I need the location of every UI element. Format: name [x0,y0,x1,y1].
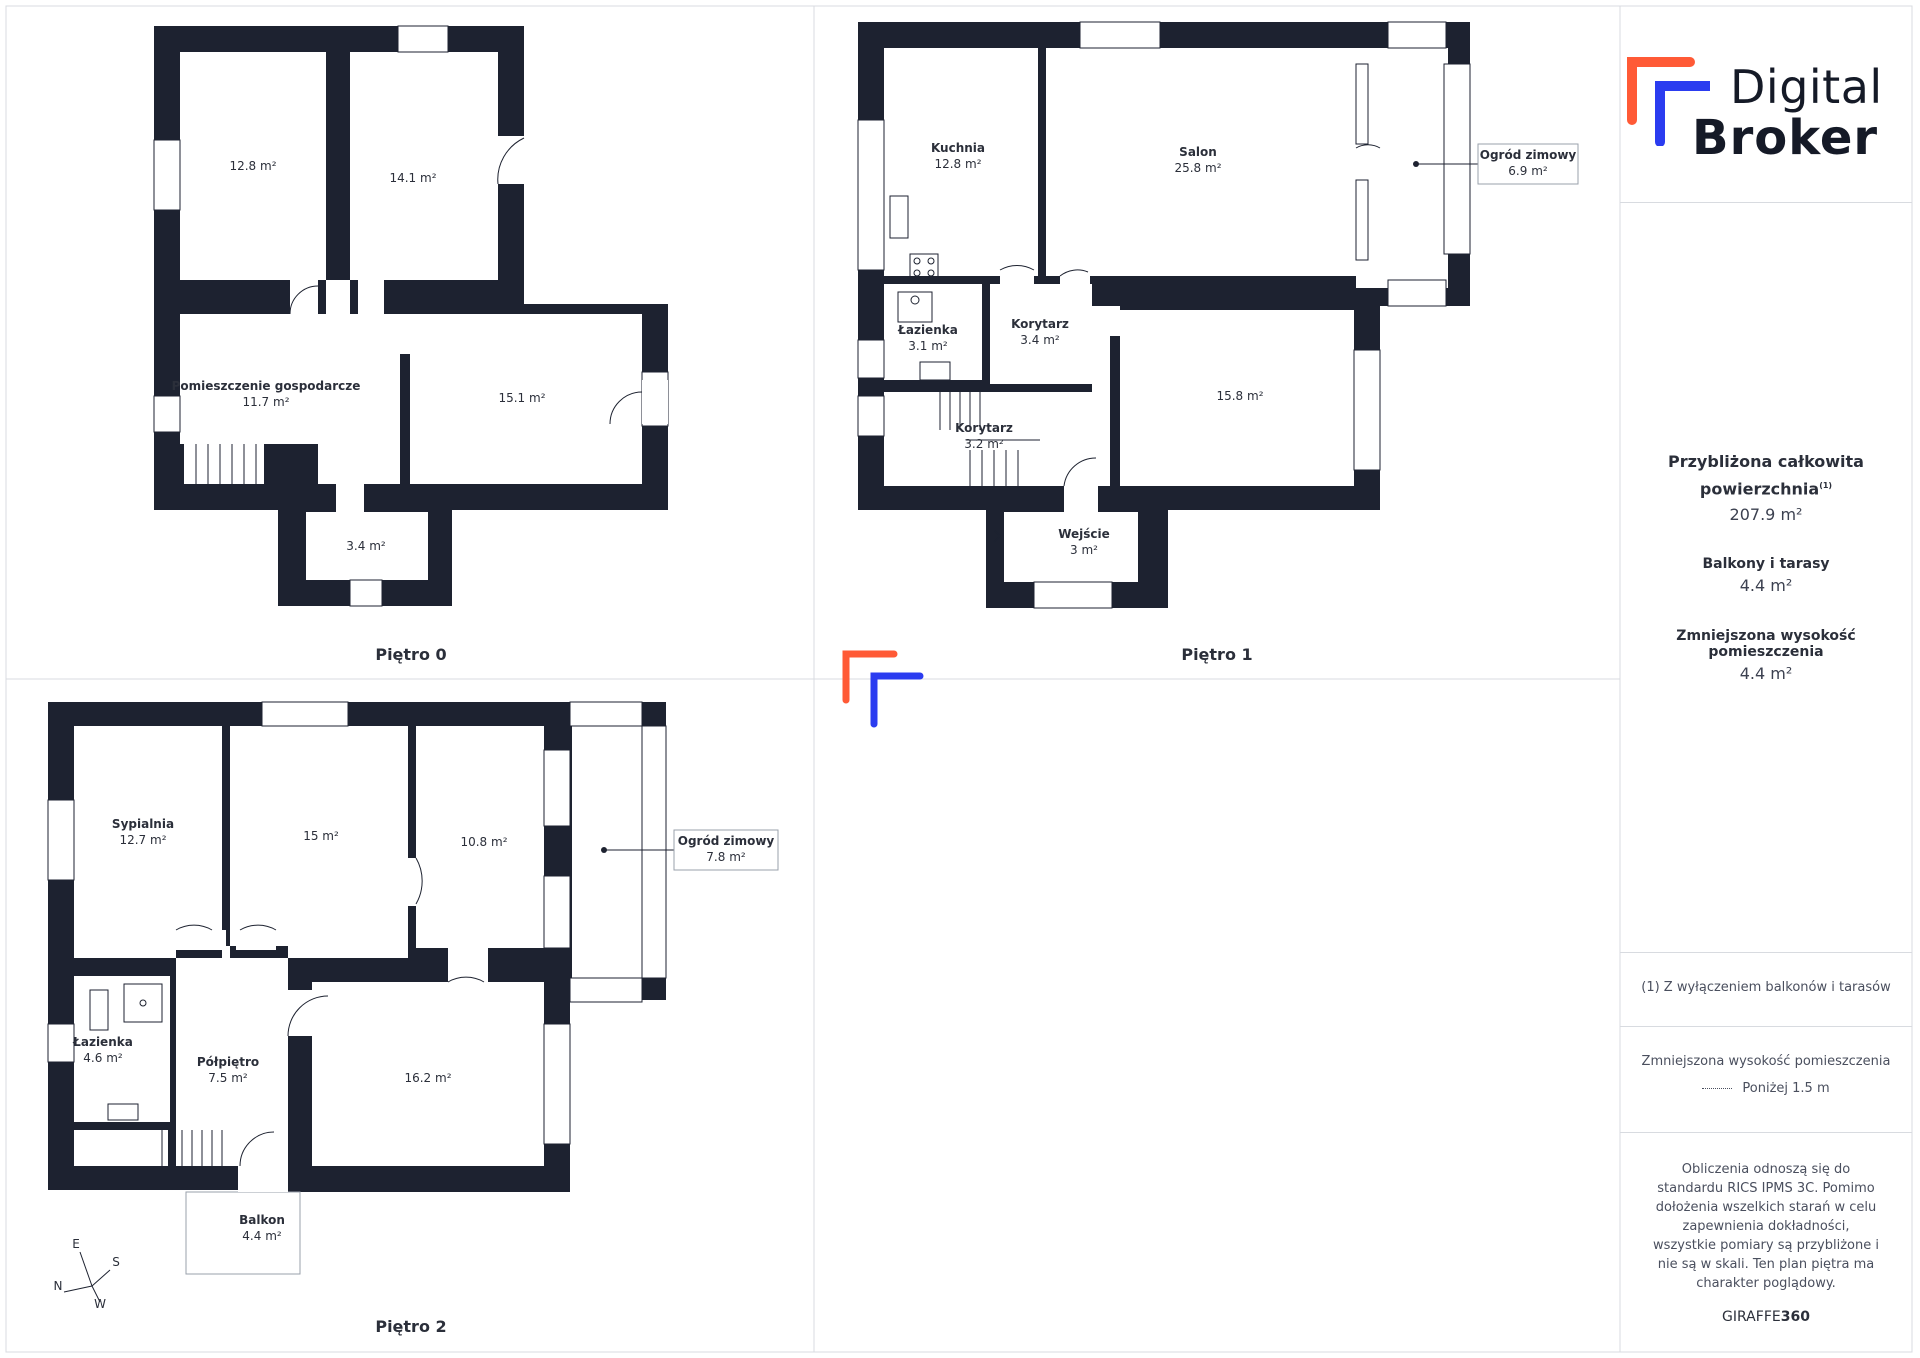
floor-1-room-2-name: Salon [1179,145,1217,159]
compass-rose: E S N W [54,1237,120,1311]
floor-2-room-7-area: 16.2 m² [404,1071,451,1085]
divider [1620,952,1912,953]
compass-n: N [54,1279,63,1293]
floor-1-room-8-name: Wejście [1058,527,1110,541]
floor-1-room-8-area: 3 m² [1070,543,1098,557]
floor-1-room-6-area: 15.8 m² [1216,389,1263,403]
floor-2-plan: Ogród zimowy 7.8 m² Sypialnia 12.7 m² 15… [47,701,779,1336]
floor-2-room-8-name: Balkon [239,1213,285,1227]
provider-suffix: 360 [1780,1309,1810,1325]
floor-1-room-2-area: 25.8 m² [1174,161,1221,175]
disclaimer-block: Obliczenia odnoszą się do standardu RICS… [1620,1160,1912,1325]
logo-text-broker: Broker [1692,110,1879,166]
provider-logo: GIRAFFE360 [1620,1309,1912,1325]
floor-1-room-5-name: Korytarz [1011,317,1069,331]
floor-2-room-1-area: 12.7 m² [119,833,166,847]
floor-0-room-3-name: Pomieszczenie gospodarcze [172,379,361,393]
footnote-text: (1) Z wyłączeniem balkonów i tarasów [1641,980,1891,995]
floor-2-room-3-area: 10.8 m² [460,835,507,849]
provider-prefix: GIRAFFE [1722,1309,1781,1325]
balconies-block: Balkony i tarasy 4.4 m² [1620,556,1912,595]
reduced-height-title: Zmniejszona wysokość pomieszczenia [1676,628,1856,660]
floor-1-room-5-area: 3.4 m² [1020,333,1060,347]
floor-0-room-3-area: 11.7 m² [242,395,289,409]
floor-2-room-4-name: Ogród zimowy [678,834,775,848]
legend-item-label: Poniżej 1.5 m [1742,1081,1830,1096]
floor-0-room-4-area: 15.1 m² [498,391,545,405]
legend-title: Zmniejszona wysokość pomieszczenia [1641,1054,1891,1069]
floor-1-room-1-area: 12.8 m² [934,157,981,171]
balconies-title: Balkony i tarasy [1702,556,1830,572]
divider [1620,1132,1912,1133]
brand-logo: Digital Broker [1620,6,1912,202]
floor-0-plan: 12.8 m² 14.1 m² Pomieszczenie gospodarcz… [153,25,669,664]
floor-2-room-4-area: 7.8 m² [706,850,746,864]
total-area-block: Przybliżona całkowita powierzchnia(1) 20… [1620,450,1912,524]
compass-w: W [94,1297,106,1311]
floor-1-room-1-name: Kuchnia [931,141,985,155]
compass-s: S [112,1255,120,1269]
floor-1-room-4-name: Łazienka [897,323,958,337]
floor-1-room-3-name: Ogród zimowy [1480,148,1577,162]
compass-e: E [72,1237,80,1251]
floor-2-room-1-name: Sypialnia [112,817,174,831]
floor-2-room-5-name: Łazienka [72,1035,133,1049]
balconies-value: 4.4 m² [1739,576,1793,595]
floor-0-room-1-area: 12.8 m² [229,159,276,173]
footnote-block: (1) Z wyłączeniem balkonów i tarasów [1620,980,1912,995]
legend-block: Zmniejszona wysokość pomieszczenia Poniż… [1620,1054,1912,1096]
floor-1-room-7-name: Korytarz [955,421,1013,435]
dotted-line-icon [1702,1088,1733,1089]
disclaimer-text: Obliczenia odnoszą się do standardu RICS… [1653,1162,1879,1291]
summary-panel: Digital Broker Przybliżona całkowita pow… [1620,6,1912,1352]
reduced-height-block: Zmniejszona wysokość pomieszczenia 4.4 m… [1620,628,1912,683]
floor-2-label: Piętro 2 [375,1317,446,1336]
floor-0-room-2-area: 14.1 m² [389,171,436,185]
floor-2-room-5-area: 4.6 m² [83,1051,123,1065]
divider [1620,202,1912,203]
floor-0-label: Piętro 0 [375,645,446,664]
floor-2-room-6-name: Półpiętro [197,1055,259,1069]
floor-0-room-5-area: 3.4 m² [346,539,386,553]
total-area-value: 207.9 m² [1729,505,1803,525]
total-area-footnote-mark: (1) [1819,481,1833,490]
floor-1-label: Piętro 1 [1181,645,1252,664]
legend-item: Poniżej 1.5 m [1620,1081,1912,1096]
total-area-title-line2: powierzchnia [1699,479,1820,499]
reduced-height-value: 4.4 m² [1739,664,1793,683]
total-area-title-line1: Przybliżona całkowita [1668,452,1864,471]
divider [1620,1026,1912,1027]
watermark-logo-mark [842,650,924,728]
logo-mark [1627,57,1710,146]
logo-text-digital: Digital [1730,60,1883,114]
floor-2-room-6-area: 7.5 m² [208,1071,248,1085]
floor-1-room-3-area: 6.9 m² [1508,164,1548,178]
floor-2-room-2-area: 15 m² [303,829,339,843]
panel-grid [5,5,1913,1353]
floor-1-room-7-area: 3.2 m² [964,437,1004,451]
floor-1-room-4-area: 3.1 m² [908,339,948,353]
floor-1-plan: Ogród zimowy 6.9 m² Kuchnia 12.8 m² Salo… [857,21,1579,664]
floor-2-room-8-area: 4.4 m² [242,1229,282,1243]
